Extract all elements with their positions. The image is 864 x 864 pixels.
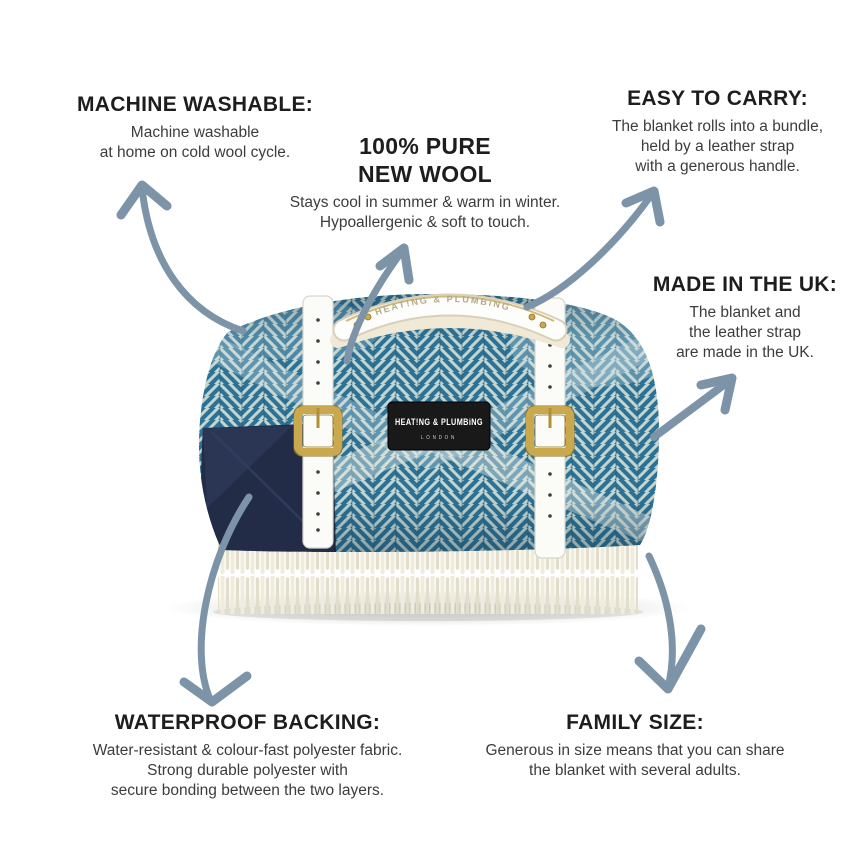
arrow-waterproof-backing bbox=[179, 493, 253, 707]
callout-pure-new-wool-title: 100% PURE bbox=[359, 133, 491, 159]
callout-machine-washable-line: Machine washable bbox=[130, 124, 260, 141]
arrow-machine-washable bbox=[116, 180, 247, 335]
callout-made-in-uk-title: MADE IN THE UK: bbox=[652, 273, 838, 296]
brand-label-title: HEAT!NG & PLUMBiNG bbox=[395, 417, 483, 427]
callout-machine-washable-line: at home on cold wool cycle. bbox=[99, 144, 291, 161]
callout-family-size-line: the blanket with several adults. bbox=[529, 762, 741, 779]
callout-easy-to-carry-line: held by a leather strap bbox=[640, 138, 795, 155]
arrow-pure-new-wool bbox=[343, 243, 414, 365]
leather-handle: HEAT!NG & PLUMBiNG bbox=[330, 293, 570, 348]
arrow-family-size bbox=[634, 552, 706, 694]
left-buckle bbox=[293, 405, 343, 457]
callout-pure-new-wool: 100% PURE NEW WOOL Stays cool in summer … bbox=[270, 132, 580, 233]
callout-family-size-line: Generous in size means that you can shar… bbox=[485, 742, 785, 759]
callout-easy-to-carry-line: with a generous handle. bbox=[635, 158, 800, 175]
callout-pure-new-wool-title: NEW WOOL bbox=[358, 161, 492, 187]
right-buckle bbox=[525, 405, 575, 457]
left-strap bbox=[293, 295, 343, 549]
callout-easy-to-carry: EASY TO CARRY: The blanket rolls into a … bbox=[575, 86, 860, 177]
callout-made-in-uk: MADE IN THE UK: The blanket and the leat… bbox=[630, 272, 860, 363]
callout-pure-new-wool-line: Hypoallergenic & soft to touch. bbox=[319, 214, 531, 231]
callout-made-in-uk-line: The blanket and bbox=[689, 304, 801, 321]
callout-machine-washable: MACHINE WASHABLE: Machine washable at ho… bbox=[40, 92, 350, 163]
right-strap bbox=[525, 297, 575, 559]
callout-waterproof-backing-line: Water-resistant & colour-fast polyester … bbox=[92, 742, 403, 759]
annotation-arrows bbox=[116, 180, 737, 707]
brand-label: HEAT!NG & PLUMBiNG LONDON bbox=[387, 401, 491, 451]
callout-waterproof-backing-title: WATERPROOF BACKING: bbox=[114, 711, 381, 734]
callout-waterproof-backing-line: Strong durable polyester with bbox=[147, 762, 348, 779]
callout-easy-to-carry-title: EASY TO CARRY: bbox=[627, 87, 808, 110]
callout-pure-new-wool-line: Stays cool in summer & warm in winter. bbox=[289, 194, 561, 211]
brand-label-city: LONDON bbox=[421, 435, 457, 441]
callout-made-in-uk-line: are made in the UK. bbox=[676, 344, 814, 361]
leather-straps bbox=[293, 295, 575, 559]
callout-made-in-uk-line: the leather strap bbox=[688, 324, 801, 341]
callout-waterproof-backing-line: secure bonding between the two layers. bbox=[110, 782, 385, 799]
arrow-easy-to-carry bbox=[523, 186, 665, 311]
callout-family-size: FAMILY SIZE: Generous in size means that… bbox=[455, 710, 815, 781]
callout-family-size-title: FAMILY SIZE: bbox=[566, 711, 704, 734]
callout-machine-washable-title: MACHINE WASHABLE: bbox=[76, 93, 314, 116]
blanket-fringe bbox=[218, 540, 638, 614]
callout-easy-to-carry-line: The blanket rolls into a bundle, bbox=[611, 118, 824, 135]
arrow-made-in-uk bbox=[650, 373, 737, 441]
callout-waterproof-backing: WATERPROOF BACKING: Water-resistant & co… bbox=[55, 710, 440, 801]
